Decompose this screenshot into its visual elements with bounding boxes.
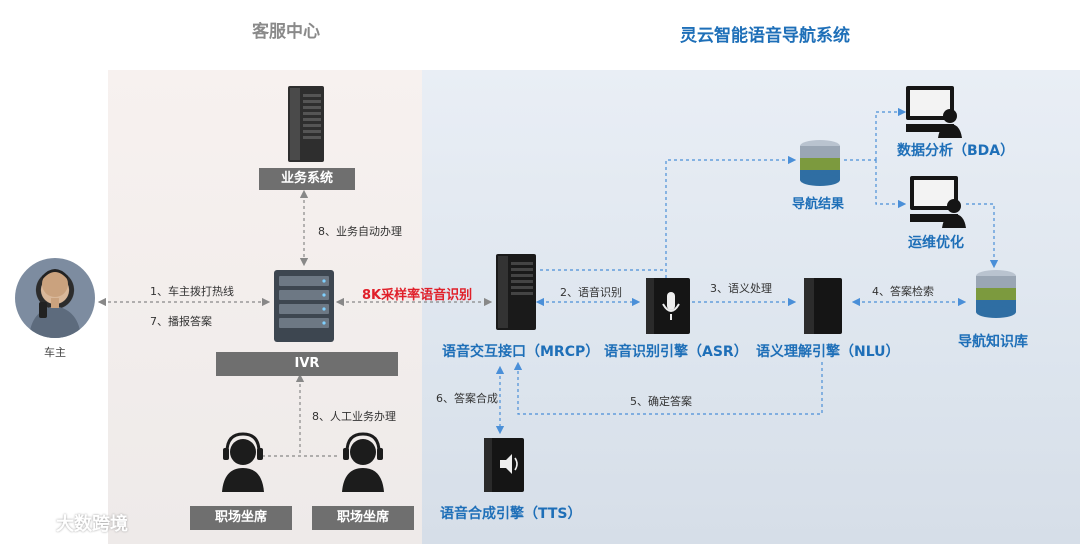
call-in-label: 1、车主拨打热线 (150, 285, 234, 298)
asr-label: 语音识别引擎（ASR） (604, 344, 748, 360)
tts-engine-icon (482, 436, 526, 498)
agent-label-2: 职场坐席 (312, 506, 414, 530)
agent-headset-icon (340, 432, 386, 496)
mrcp-server-icon (494, 252, 538, 336)
tts-label: 语音合成引擎（TTS） (440, 506, 582, 522)
caller-avatar (15, 258, 95, 338)
asr-engine-icon (644, 276, 692, 340)
watermark-logo-icon (12, 515, 49, 533)
business-system-label: 业务系统 (259, 168, 355, 190)
nlu-engine-icon (802, 276, 844, 340)
knowledge-base-label: 导航知识库 (958, 334, 1028, 350)
bda-computer-icon (904, 84, 962, 142)
business-server-icon (286, 84, 326, 168)
voice-nav-title: 灵云智能语音导航系统 (680, 26, 850, 46)
nlu-step-label: 3、语义处理 (710, 282, 772, 295)
tts-step-label: 6、答案合成 (436, 392, 498, 405)
bda-label: 数据分析（BDA） (897, 143, 1015, 159)
broadcast-label: 7、播报答案 (150, 315, 212, 328)
agent-label-1: 职场坐席 (190, 506, 292, 530)
nav-result-label: 导航结果 (792, 197, 845, 212)
sampling-label: 8K采样率语音识别 (362, 288, 473, 303)
caller-icon (29, 269, 81, 338)
ops-label: 运维优化 (908, 235, 964, 251)
agent-headset-icon (220, 432, 266, 496)
asr-step-label: 2、语音识别 (560, 286, 622, 299)
manual-label: 8、人工业务办理 (312, 410, 396, 423)
confirm-answer-label: 5、确定答案 (630, 395, 692, 408)
business-auto-label: 8、业务自动办理 (318, 225, 402, 238)
nav-result-database-icon (798, 138, 842, 192)
customer-center-zone (108, 70, 422, 544)
mrcp-label: 语音交互接口（MRCP） (442, 344, 600, 360)
nlu-label: 语义理解引擎（NLU） (756, 344, 900, 360)
watermark: 大数跨境 (10, 510, 128, 536)
ivr-label: IVR (216, 352, 398, 376)
ops-computer-icon (908, 174, 966, 232)
customer-center-title: 客服中心 (252, 22, 320, 42)
knowledge-base-database-icon (974, 268, 1018, 324)
ivr-server-icon (270, 268, 338, 348)
caller-label: 车主 (44, 346, 66, 359)
watermark-text: 大数跨境 (56, 514, 128, 535)
kb-step-label: 4、答案检索 (872, 285, 934, 298)
